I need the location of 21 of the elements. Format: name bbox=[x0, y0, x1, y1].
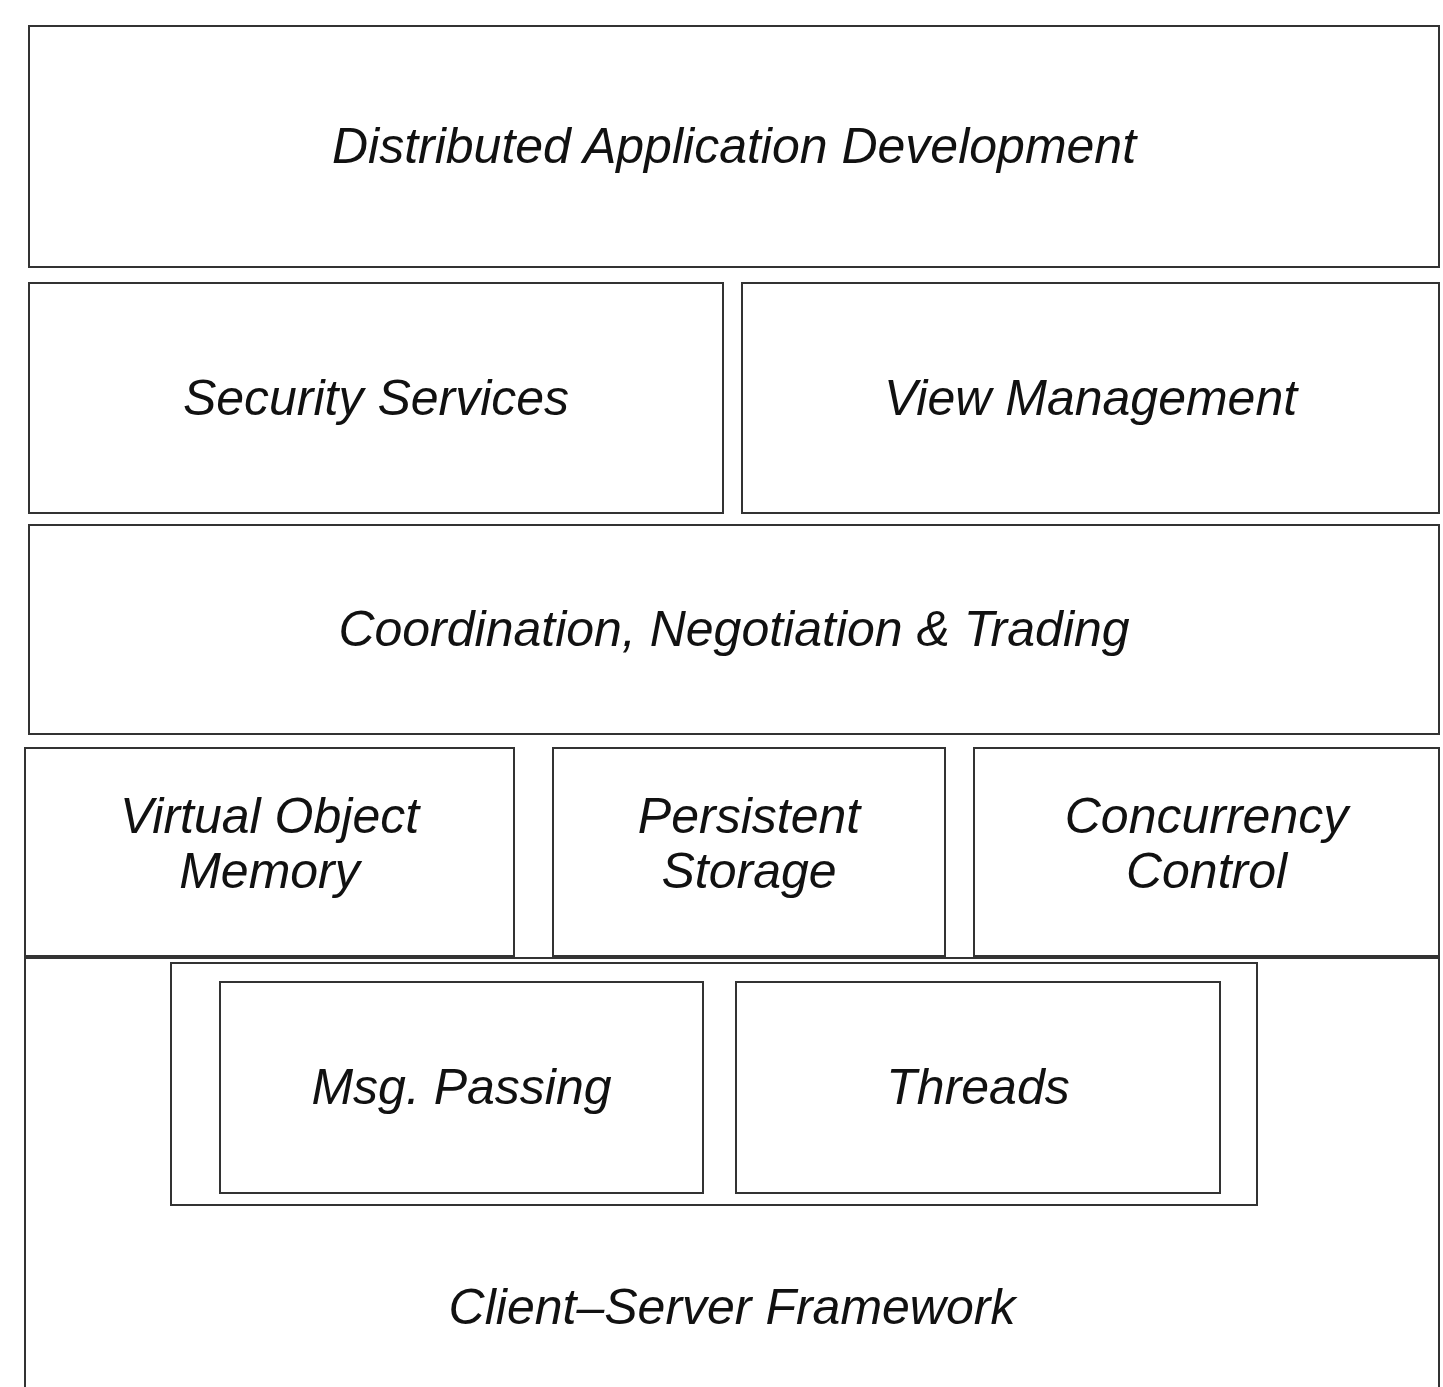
layer-box bbox=[24, 747, 515, 957]
layer-box bbox=[741, 282, 1440, 514]
layer-label: Security Services bbox=[182, 370, 570, 426]
layer-box bbox=[973, 747, 1440, 957]
layer-label: Concurrency Control bbox=[1063, 789, 1352, 899]
layer-label: Persistent Storage bbox=[636, 789, 863, 899]
layer-label: Msg. Passing bbox=[311, 1060, 612, 1115]
layer-label: Coordination, Negotiation & Trading bbox=[338, 602, 1130, 657]
layer-box bbox=[219, 981, 704, 1194]
container-box bbox=[170, 962, 1258, 1206]
layer-box bbox=[28, 25, 1440, 268]
layer-label: Distributed Application Development bbox=[331, 119, 1137, 174]
layer-label: Client–Server Framework bbox=[448, 1280, 1016, 1335]
layer-box bbox=[28, 282, 724, 514]
layer-label: View Management bbox=[883, 370, 1298, 426]
layer-label: Virtual Object Memory bbox=[118, 789, 422, 899]
layer-box bbox=[735, 981, 1221, 1194]
layer-box bbox=[552, 747, 946, 957]
layer-box bbox=[24, 957, 1440, 1387]
layer-label: Threads bbox=[886, 1060, 1070, 1115]
layer-box bbox=[28, 524, 1440, 735]
